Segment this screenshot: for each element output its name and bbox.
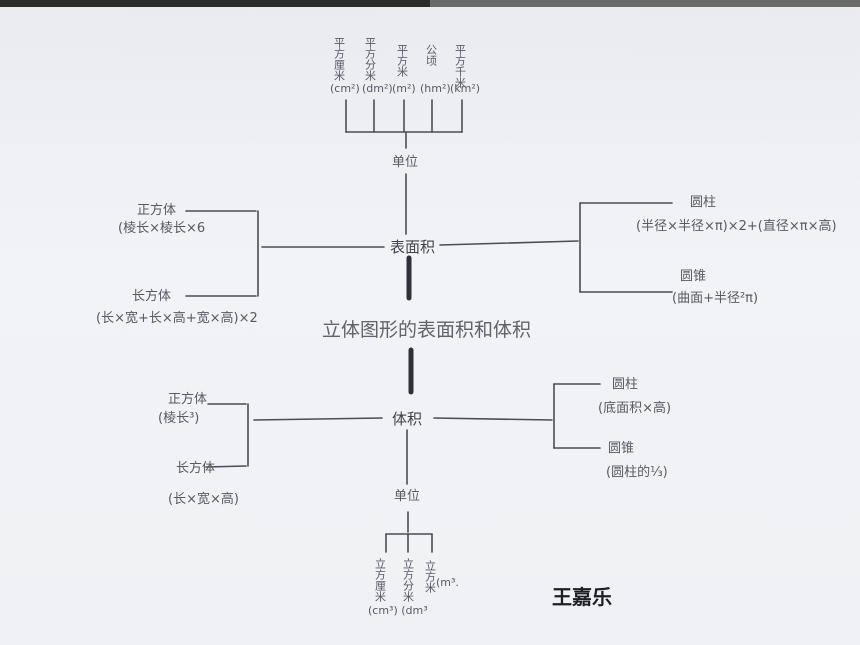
surface-unit-name: 平方千米: [454, 44, 467, 89]
author-signature: 王嘉乐: [552, 585, 612, 609]
volume-unit-name: 立方厘米: [374, 557, 387, 603]
volume-hub: 体积: [392, 410, 422, 428]
surface-branches: [185, 202, 673, 297]
surface-left-shape: 长方体: [132, 288, 171, 304]
surface-unit-name: 平方厘米: [333, 37, 346, 82]
volume-unit-name: 立方分米: [402, 557, 415, 603]
surface-unit-tree: [345, 99, 463, 235]
volume-unit-symbol: (m³.: [436, 576, 459, 589]
surface-unit-name: 平方米: [396, 44, 409, 78]
volume-unit-hub: 单位: [394, 489, 420, 504]
surface-unit-hub: 单位: [392, 155, 418, 170]
surface-unit-symbol: (m²): [392, 82, 416, 95]
volume-unit-name: 立方米: [424, 559, 437, 594]
surface-right-formula: (半径×半径×π)×2+(直径×π×高): [636, 218, 837, 234]
surface-left-formula: (棱长×棱长×6: [118, 220, 205, 236]
volume-left-formula: (长×宽×高): [168, 491, 239, 507]
surface-right-shape: 圆锥: [680, 269, 706, 284]
surface-right-formula: (曲面+半径²π): [672, 291, 758, 306]
surface-unit-symbol: (cm²): [330, 82, 360, 95]
surface-right-shape: 圆柱: [690, 195, 716, 210]
volume-left-formula: (棱长³): [158, 410, 199, 426]
volume-right-formula: (圆柱的⅓): [606, 464, 668, 480]
surface-left-shape: 正方体: [137, 202, 176, 218]
volume-unit-symbols: (cm³) (dm³: [368, 604, 428, 617]
surface-unit-name: 平方分米: [364, 37, 377, 82]
volume-left-shape: 正方体: [168, 391, 207, 407]
volume-right-formula: (底面积×高): [598, 400, 671, 416]
surface-left-formula: (长×宽+长×高+宽×高)×2: [96, 310, 258, 326]
volume-branches: [205, 383, 601, 468]
volume-right-shape: 圆柱: [612, 377, 638, 392]
surface-area-hub: 表面积: [390, 238, 435, 256]
surface-unit-symbol: (dm²): [362, 82, 393, 95]
volume-right-shape: 圆锥: [608, 441, 634, 456]
volume-unit-tree: [385, 429, 433, 553]
desk-edge: [0, 0, 860, 7]
surface-unit-name: 公顷: [425, 44, 438, 67]
central-title: 立体图形的表面积和体积: [322, 319, 531, 341]
surface-unit-symbol: (km²): [450, 82, 480, 95]
volume-left-shape: 长方体: [176, 460, 215, 476]
surface-unit-symbol: (hm²): [420, 82, 451, 95]
